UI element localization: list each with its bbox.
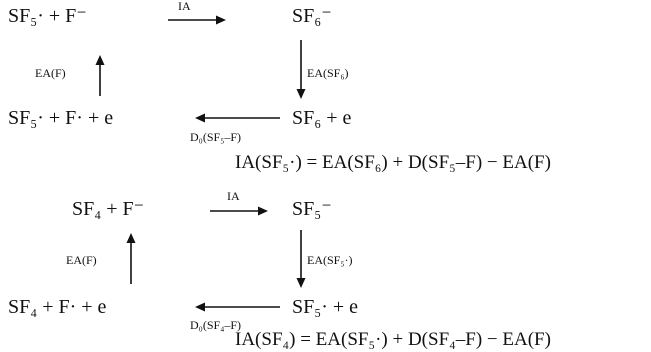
arrow-label-ea-f-2: EA(F) [66, 253, 97, 267]
arrow-left-d0-sf4-f [195, 302, 280, 312]
species-sf4-plus-fluoride: SF₄ + F⁻ [72, 198, 145, 220]
arrow-label-ia-2: IA [227, 189, 240, 203]
species-sf5-plus-e: SF₅· + e [292, 296, 359, 318]
species-sf5-plus-f-plus-e: SF₅· + F· + e [8, 107, 114, 129]
species-sf6-anion: SF₆⁻ [292, 5, 332, 27]
equation-ia-sf5: IA(SF₅·) = EA(SF₆) + D(SF₅–F) − EA(F) [235, 152, 551, 173]
arrow-label-ia: IA [178, 0, 191, 13]
arrow-up-ea-f [95, 55, 105, 96]
arrow-label-ea-sf6: EA(SF₆) [307, 66, 349, 80]
species-sf6-plus-e: SF₆ + e [292, 107, 352, 129]
arrow-label-d0-sf4-f: D₀(SF₄–F) [190, 318, 242, 332]
arrow-up-ea-f-2 [126, 233, 136, 284]
arrow-left-d0-sf5-f [195, 113, 280, 123]
arrow-right-ia [168, 15, 226, 25]
equation-ia-sf4: IA(SF₄) = EA(SF₅·) + D(SF₄–F) − EA(F) [235, 329, 551, 350]
arrow-label-d0-sf5-f: D₀(SF₅–F) [190, 130, 242, 144]
species-sf4-plus-f-plus-e: SF₄ + F· + e [8, 296, 107, 318]
arrow-label-ea-sf5: EA(SF₅·) [307, 253, 353, 267]
arrow-label-ea-f: EA(F) [35, 66, 66, 80]
arrow-down-ea-sf6 [296, 40, 306, 99]
arrow-right-ia-2 [210, 206, 268, 216]
species-sf5-anion: SF₅⁻ [292, 198, 332, 220]
arrow-down-ea-sf5 [296, 230, 306, 288]
species-sf5-plus-fluoride: SF₅· + F⁻ [8, 5, 87, 27]
